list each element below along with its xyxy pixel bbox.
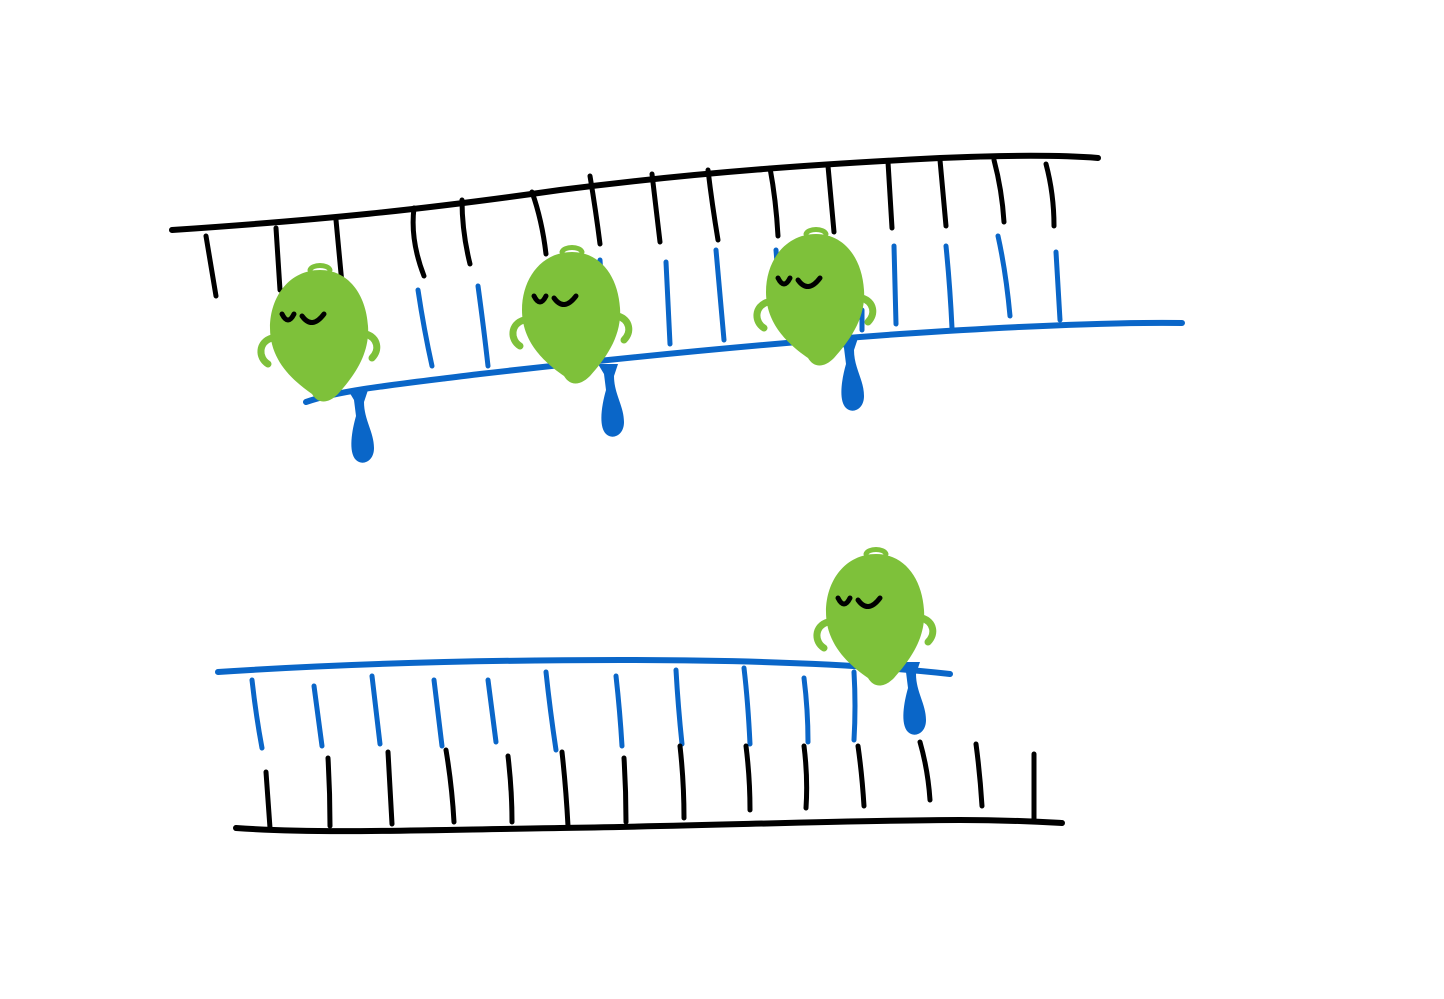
bottom-new-backbone — [215, 657, 953, 677]
template-tick — [705, 167, 721, 243]
new-tick — [851, 669, 858, 743]
new-tick — [1053, 249, 1063, 323]
template-tick — [505, 753, 515, 825]
new-tick — [249, 677, 265, 751]
new-tick — [475, 283, 491, 369]
new-tick — [369, 673, 383, 747]
template-tick — [587, 173, 603, 247]
new-tick — [891, 243, 899, 327]
top-template-ticks — [203, 157, 1057, 299]
template-tick — [885, 159, 895, 231]
new-tick — [485, 677, 499, 745]
enzyme-tag — [348, 390, 374, 463]
template-tick — [459, 197, 473, 267]
bottom-template-ticks — [263, 739, 1037, 831]
template-tick — [649, 171, 663, 245]
template-tick — [559, 749, 571, 829]
template-tick — [855, 743, 867, 809]
template-tick — [410, 205, 427, 279]
template-tick — [743, 743, 753, 813]
template-tick — [917, 739, 933, 803]
template-tick — [1043, 161, 1057, 229]
enzyme-character — [513, 248, 629, 384]
top-duplex — [169, 152, 1185, 463]
enzyme-1 — [261, 266, 377, 463]
bottom-template-backbone — [233, 817, 1065, 835]
new-tick — [995, 233, 1013, 319]
template-tick — [937, 157, 949, 229]
template-tick — [333, 217, 345, 287]
enzyme-2 — [513, 248, 629, 437]
template-tick — [325, 755, 333, 829]
template-tick — [621, 755, 629, 825]
template-tick — [801, 743, 810, 811]
template-tick — [385, 749, 395, 827]
enzyme-tag — [838, 338, 864, 411]
template-tick — [529, 189, 549, 257]
template-tick — [203, 233, 219, 299]
template-tick — [825, 163, 837, 235]
new-tick — [663, 259, 673, 347]
new-tick — [943, 243, 955, 331]
new-tick — [673, 667, 685, 747]
new-tick — [431, 677, 445, 749]
top-template-backbone — [169, 152, 1101, 233]
template-tick — [273, 225, 283, 293]
bottom-duplex — [215, 550, 1065, 835]
template-tick — [443, 747, 457, 825]
enzyme-4 — [817, 550, 933, 735]
template-tick — [677, 743, 687, 821]
template-tick — [263, 769, 273, 831]
template-tick — [767, 165, 781, 239]
new-tick — [713, 247, 727, 343]
new-tick — [801, 675, 811, 745]
new-tick — [613, 673, 625, 749]
template-tick — [991, 157, 1007, 225]
new-tick — [311, 683, 325, 749]
bottom-new-ticks — [249, 665, 858, 753]
new-tick — [415, 287, 435, 369]
new-tick — [543, 669, 559, 753]
new-tick — [741, 665, 753, 747]
template-tick — [973, 741, 985, 809]
top-new-backbone — [303, 319, 1185, 405]
enzyme-tag — [598, 364, 624, 437]
